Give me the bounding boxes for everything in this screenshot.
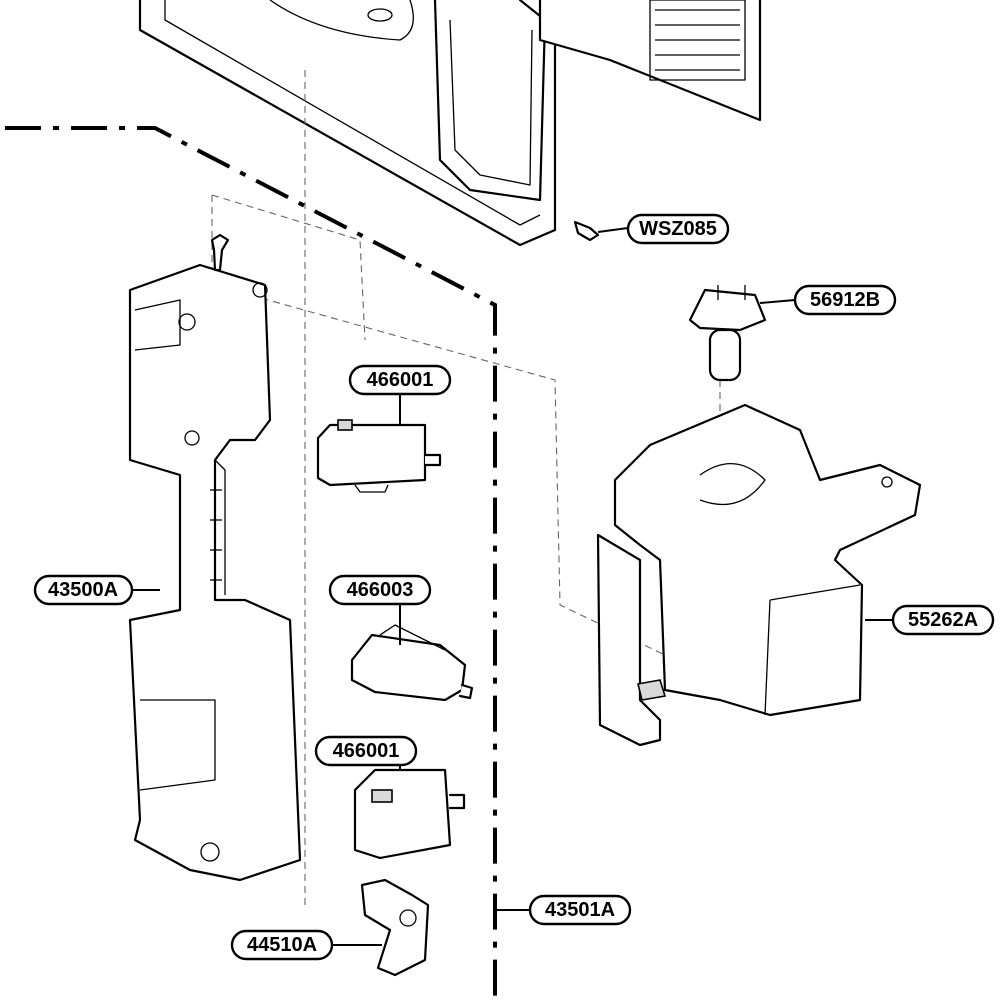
- callout-label: 466001: [333, 740, 400, 762]
- door-outline-chainline: [5, 126, 497, 1000]
- callout-43501a: 43501A: [528, 894, 632, 926]
- latch-board-part: [128, 233, 302, 882]
- oven-cavity-frame: [138, 0, 762, 247]
- latch-lever-part: [360, 878, 430, 977]
- callout-44510a: 44510A: [230, 929, 334, 961]
- micro-switch-top-part: [316, 419, 442, 493]
- bracket-part: [596, 403, 922, 747]
- micro-switch-bottom-part: [353, 768, 466, 860]
- callout-wsz085: WSZ085: [626, 213, 730, 245]
- callout-label: 55262A: [908, 609, 978, 631]
- screw-part: [573, 220, 600, 242]
- callout-466001-top: 466001: [348, 364, 452, 396]
- callout-466001-bottom: 466001: [314, 735, 418, 767]
- lamp-socket-part: [688, 285, 767, 382]
- callout-55262a: 55262A: [891, 604, 995, 636]
- callout-label: WSZ085: [639, 218, 717, 240]
- callout-label: 44510A: [247, 934, 317, 956]
- vent-grille: [655, 9, 740, 71]
- micro-switch-middle-part: [350, 624, 474, 702]
- callout-43500a: 43500A: [33, 574, 134, 606]
- callout-label: 56912B: [810, 289, 880, 311]
- callout-label: 43501A: [545, 899, 615, 921]
- callout-label: 466003: [347, 579, 414, 601]
- callout-56912b: 56912B: [793, 284, 897, 316]
- callout-label: 43500A: [48, 579, 118, 601]
- callout-label: 466001: [367, 369, 434, 391]
- callout-466003: 466003: [328, 574, 432, 606]
